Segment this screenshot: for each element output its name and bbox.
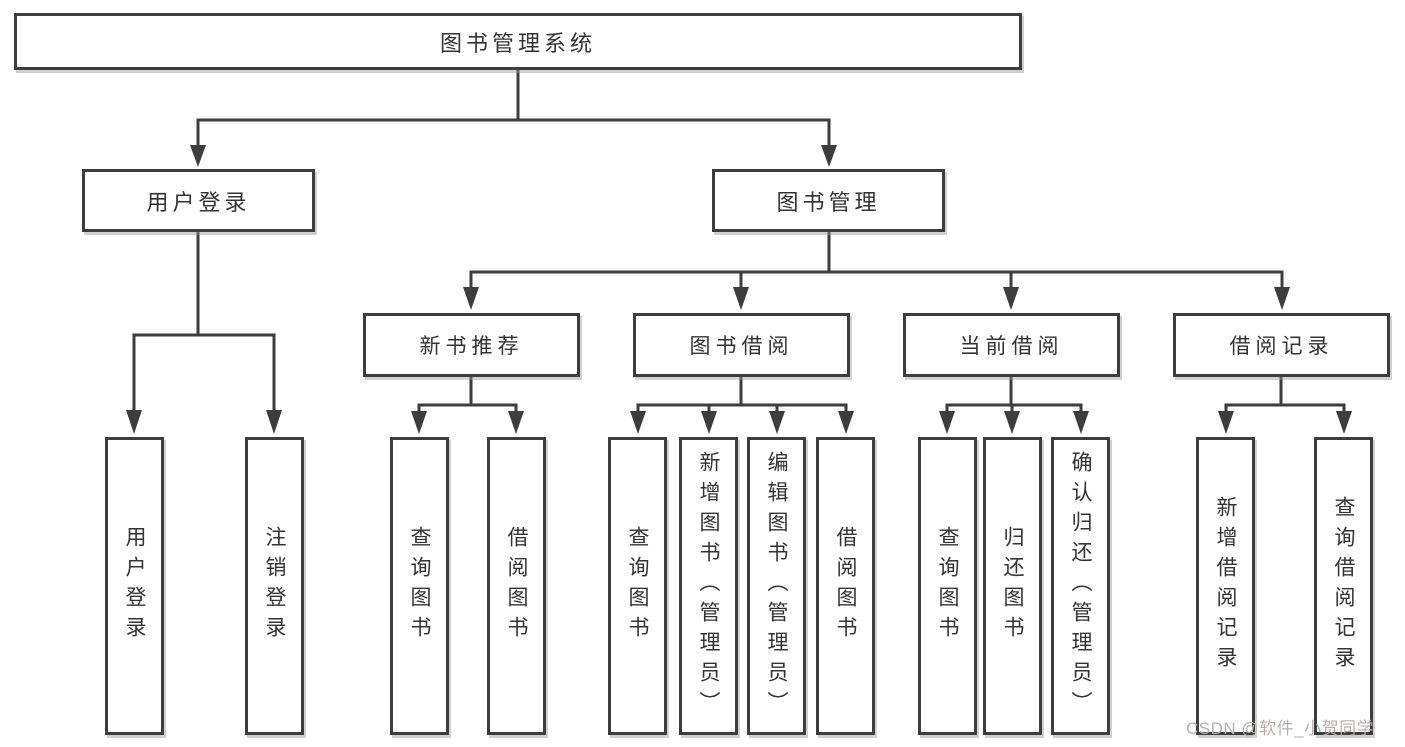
node-user-login-label: 用户登录: [146, 189, 251, 215]
leaf-user-login: 用户登录: [105, 437, 164, 735]
node-book-borrow: 图书借阅: [633, 313, 850, 377]
leaf-borrow-edit-books-admin: 编辑图书（管理员）: [747, 437, 806, 735]
node-borrow-records: 借阅记录: [1173, 313, 1390, 377]
leaf-user-login-label: 用户登录: [123, 526, 146, 646]
node-book-management-label: 图书管理: [776, 189, 881, 215]
leaf-newrec-borrow-books: 借阅图书: [487, 437, 546, 735]
node-new-book-recommend: 新书推荐: [363, 313, 580, 377]
leaf-newrec-query-books: 查询图书: [390, 437, 449, 735]
leaf-borrow-query-books-label: 查询图书: [626, 526, 649, 646]
leaf-records-query-borrow-record: 查询借阅记录: [1314, 437, 1373, 735]
csdn-watermark: CSDN @软件_小贺同学: [1186, 719, 1375, 738]
leaf-records-add-borrow-record: 新增借阅记录: [1196, 437, 1255, 735]
node-book-borrow-label: 图书借阅: [689, 335, 794, 358]
node-current-borrow-label: 当前借阅: [959, 335, 1064, 358]
node-current-borrow: 当前借阅: [903, 313, 1120, 377]
node-root: 图书管理系统: [14, 13, 1022, 70]
connector-user-login-children: [126, 232, 282, 434]
leaf-current-confirm-return-admin: 确认归还（管理员）: [1051, 437, 1110, 735]
leaf-newrec-borrow-books-label: 借阅图书: [505, 526, 528, 646]
leaf-newrec-query-books-label: 查询图书: [408, 526, 431, 646]
node-borrow-records-label: 借阅记录: [1229, 335, 1334, 358]
leaf-records-query-borrow-record-label: 查询借阅记录: [1332, 496, 1355, 676]
leaf-current-query-books: 查询图书: [918, 437, 977, 735]
leaf-logout-label: 注销登录: [263, 526, 286, 646]
connector-current-borrow-children: [939, 377, 1089, 434]
node-user-login: 用户登录: [82, 169, 315, 232]
leaf-records-add-borrow-record-label: 新增借阅记录: [1214, 496, 1237, 676]
leaf-borrow-edit-books-admin-label: 编辑图书（管理员）: [765, 451, 788, 721]
connector-book-management-sections: [463, 232, 1290, 310]
node-new-book-recommend-label: 新书推荐: [419, 335, 524, 358]
node-book-management: 图书管理: [712, 169, 945, 232]
leaf-borrow-add-books-admin: 新增图书（管理员）: [679, 437, 738, 735]
leaf-current-query-books-label: 查询图书: [936, 526, 959, 646]
leaf-current-return-books-label: 归还图书: [1001, 526, 1024, 646]
node-root-label: 图书管理系统: [439, 30, 596, 56]
leaf-current-confirm-return-admin-label: 确认归还（管理员）: [1069, 451, 1092, 721]
connector-new-book-recommend-children: [411, 377, 524, 434]
leaf-borrow-query-books: 查询图书: [608, 437, 667, 735]
connector-borrow-records-children: [1218, 377, 1352, 434]
connector-book-borrow-children: [630, 377, 854, 434]
leaf-current-return-books: 归还图书: [983, 437, 1042, 735]
leaf-borrow-add-books-admin-label: 新增图书（管理员）: [697, 451, 720, 721]
leaf-borrow-borrow-books: 借阅图书: [816, 437, 875, 735]
leaf-logout: 注销登录: [245, 437, 304, 735]
leaf-borrow-borrow-books-label: 借阅图书: [834, 526, 857, 646]
connector-root-to-level2: [190, 70, 837, 167]
